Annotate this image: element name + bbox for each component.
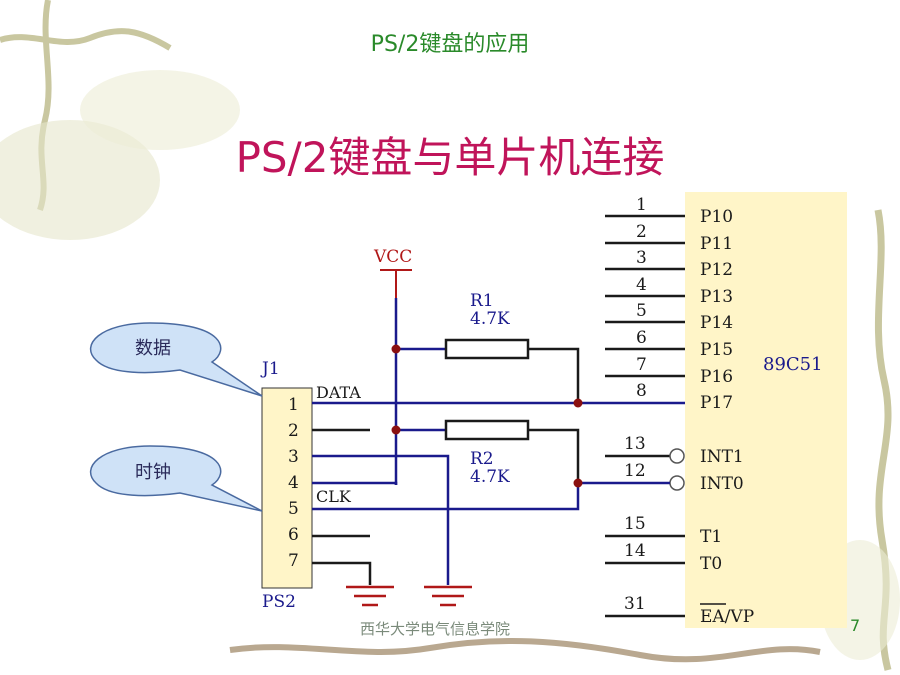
clk-net <box>312 481 670 511</box>
ps2-connector-body <box>261 387 313 589</box>
connector-pin-number: 4 <box>288 473 299 493</box>
mcu-pin-number: 6 <box>636 328 647 348</box>
mcu-pin-label: P16 <box>700 367 733 387</box>
vine-top-left <box>0 28 172 51</box>
mcu-pin-number: 8 <box>636 381 647 401</box>
junction-dot <box>573 398 583 408</box>
mcu-pin-label: P13 <box>700 287 733 307</box>
mcu-pin-label: P17 <box>700 393 733 413</box>
mcu-pin-label: INT0 <box>700 474 744 494</box>
clk-signal-label: CLK <box>316 487 352 506</box>
connector-pin-number: 5 <box>288 499 299 519</box>
leaf-cluster-top <box>80 70 240 150</box>
connector-pin-number: 3 <box>288 447 299 467</box>
footer-institution: 西华大学电气信息学院 <box>360 620 511 638</box>
mcu-pin-label: P10 <box>700 207 733 227</box>
connector-pin-number: 1 <box>288 395 299 415</box>
connector-ref: J1 <box>260 359 280 379</box>
blue-wires <box>312 298 685 585</box>
mcu-pin-label: P12 <box>700 260 733 280</box>
resistor-r2-value: 4.7K <box>470 467 510 487</box>
mcu-pin-number: 4 <box>636 275 647 295</box>
connector-pin-numbers: 1 2 3 4 5 6 7 <box>288 395 299 571</box>
callout-clock-text: 时钟 <box>135 462 171 483</box>
pin3-gnd-net <box>312 454 450 585</box>
mcu-pin-number: 12 <box>624 461 646 481</box>
connector-pin-number: 6 <box>288 525 299 545</box>
mcu-chip-body <box>685 192 847 628</box>
mcu-pin-number: 13 <box>624 434 646 454</box>
data-signal-label: DATA <box>316 383 361 402</box>
resistor-r2 <box>444 419 530 441</box>
resistor-r2-ref: R2 <box>470 449 494 469</box>
mcu-name: 89C51 <box>763 354 823 375</box>
resistor-r1-ref: R1 <box>470 291 494 311</box>
header-title: PS/2键盘的应用 <box>370 32 530 57</box>
junction-dot <box>573 478 583 488</box>
mcu-pin-label: T0 <box>700 554 722 574</box>
mcu-pin-label: P14 <box>700 313 733 333</box>
r1-to-data <box>528 347 580 403</box>
leaf-cluster-left <box>0 120 160 240</box>
vcc-to-pin4 <box>312 481 398 485</box>
slide-title: PS/2键盘与单片机连接 <box>235 133 665 182</box>
dark-wires <box>312 347 580 585</box>
mcu-pin-label: P11 <box>700 234 733 254</box>
r2-to-clk <box>528 428 580 483</box>
mcu-pin-labels: P10 P11 P12 P13 P14 P15 P16 P17 INT1 INT… <box>700 207 754 627</box>
junction-dot <box>391 344 401 354</box>
junction-dots <box>391 344 583 488</box>
ground-symbol-left <box>346 585 394 607</box>
callout-data-bubble <box>90 322 263 397</box>
connector-pin-number: 7 <box>288 551 299 571</box>
ground-symbol-right <box>424 585 472 607</box>
mcu-pin-number: 15 <box>624 514 646 534</box>
callout-clock-bubble <box>90 445 263 512</box>
mcu-pin-label: P15 <box>700 340 733 360</box>
mcu-pin-label: INT1 <box>700 447 744 467</box>
pin7-gnd-net <box>312 561 372 585</box>
mcu-pin-number: 3 <box>636 248 647 268</box>
mcu-pin-numbers: 1 2 3 4 5 6 7 8 13 12 15 14 31 <box>624 195 647 614</box>
mcu-pin-number: 1 <box>636 195 647 215</box>
resistor-r1-value: 4.7K <box>470 309 510 329</box>
mcu-pin-label: T1 <box>700 527 722 547</box>
vine-bottom <box>229 637 821 663</box>
mcu-pin-number: 14 <box>624 541 646 561</box>
mcu-pin-lines <box>605 214 685 618</box>
page-number: 7 <box>850 616 861 635</box>
mcu-pin-number: 2 <box>636 222 647 242</box>
mcu-pin-number: 31 <box>624 594 646 614</box>
mcu-pin-label: EA/VP <box>700 607 754 627</box>
mcu-pin-number: 7 <box>636 355 647 375</box>
mcu-pin-number: 5 <box>636 301 647 321</box>
connector-pin-number: 2 <box>288 421 299 441</box>
connector-name: PS2 <box>262 592 296 612</box>
resistor-r1 <box>444 338 530 360</box>
int1-inverter-bubble <box>669 448 685 464</box>
vcc-label: VCC <box>373 247 412 267</box>
junction-dot <box>391 425 401 435</box>
callout-data-text: 数据 <box>135 338 171 359</box>
int0-inverter-bubble <box>669 475 685 491</box>
